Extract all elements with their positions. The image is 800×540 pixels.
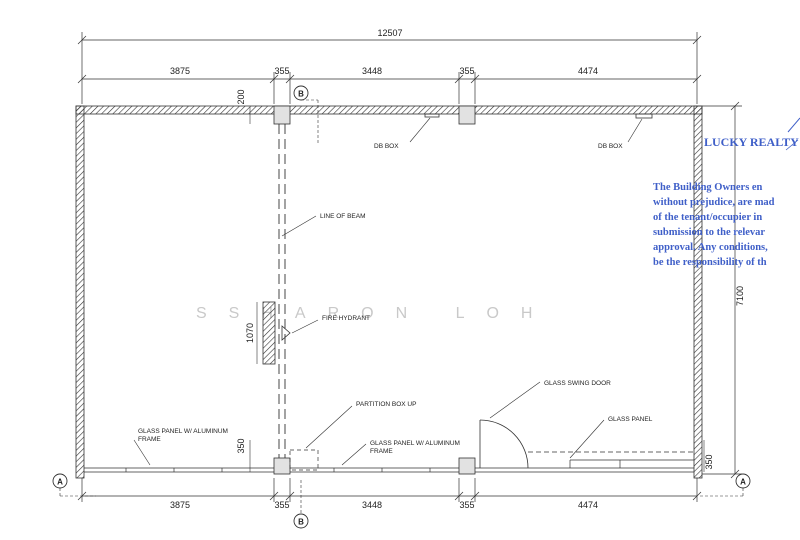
walls <box>75 105 703 479</box>
label-db-box-2: DB BOX <box>598 143 623 150</box>
dim-top-seg-5: 4474 <box>578 66 598 76</box>
fire-hydrant <box>256 301 291 365</box>
dim-bottom-seg-1: 3875 <box>170 500 190 510</box>
stamp-line-3: of the tenant/occupier in <box>653 212 762 223</box>
bottom-wall-dimensions <box>249 440 705 472</box>
label-glass-panel-left-line1: GLASS PANEL W/ ALUMINUM <box>138 428 228 435</box>
glass-swing-door[interactable] <box>479 419 694 469</box>
dim-bottom-seg-5: 4474 <box>578 500 598 510</box>
dim-bottom-seg-3: 3448 <box>362 500 382 510</box>
stamp-title: LUCKY REALTY C <box>704 135 800 149</box>
label-partition-box: PARTITION BOX UP <box>356 401 416 408</box>
watermark-text: SSHARON LOH <box>196 305 554 322</box>
stamp-line-6: be the responsibility of th <box>653 257 767 268</box>
dim-overall-width: 12507 <box>377 28 402 38</box>
dim-bottom-seg-2: 355 <box>274 500 289 510</box>
beam-line <box>278 124 286 458</box>
grid-label-a-left: A <box>57 478 63 487</box>
stamp-line-1: The Building Owners en <box>653 182 763 193</box>
dim-overall-height: 7100 <box>735 286 745 306</box>
grid-label-b-bottom: B <box>298 518 304 527</box>
grid-label-a-right: A <box>740 478 746 487</box>
label-glass-swing-door: GLASS SWING DOOR <box>544 380 611 387</box>
label-glass-panel: GLASS PANEL <box>608 416 653 423</box>
approval-stamp: LUCKY REALTY C The Building Owners en wi… <box>653 117 800 268</box>
label-db-box-1: DB BOX <box>374 143 399 150</box>
partition-box <box>289 449 319 471</box>
bottom-glazing <box>84 459 694 473</box>
dim-hydrant: 1070 <box>245 323 255 343</box>
dim-bottom-wall-right: 350 <box>704 454 714 469</box>
label-glass-panel-left-line2: FRAME <box>138 436 161 443</box>
label-fire-hydrant: FIRE HYDRANT <box>322 315 370 322</box>
label-glass-panel-mid-line2: FRAME <box>370 448 393 455</box>
dim-bottom-seg-4: 355 <box>459 500 474 510</box>
grid-marker-a-left: A <box>52 473 96 497</box>
grid-label-b-top: B <box>298 90 304 99</box>
grid-marker-b-bottom: B <box>293 480 309 529</box>
segment-dimension-bottom <box>77 478 702 502</box>
stamp-line-5: approval. Any conditions, <box>653 242 768 253</box>
stamp-line-2: without prejudice, are mad <box>653 197 775 208</box>
overall-dimension-top <box>77 32 702 104</box>
height-dimension <box>702 101 742 479</box>
label-line-of-beam: LINE OF BEAM <box>320 213 366 220</box>
stamp-line-4: submission to the relevar <box>653 227 765 238</box>
dim-top-seg-4: 355 <box>459 66 474 76</box>
dim-top-seg-2: 355 <box>274 66 289 76</box>
dim-bottom-wall-left: 350 <box>236 438 246 453</box>
grid-marker-a-right: A <box>700 473 751 497</box>
columns <box>273 105 476 475</box>
db-box-symbols <box>424 113 653 119</box>
dim-top-seg-3: 3448 <box>362 66 382 76</box>
leader-lines <box>133 117 643 466</box>
grid-marker-b-top: B <box>293 85 319 145</box>
label-glass-panel-mid-line1: GLASS PANEL W/ ALUMINUM <box>370 440 460 447</box>
dim-top-wall: 200 <box>236 89 246 104</box>
segment-dimension-top <box>77 72 702 104</box>
dim-top-seg-1: 3875 <box>170 66 190 76</box>
